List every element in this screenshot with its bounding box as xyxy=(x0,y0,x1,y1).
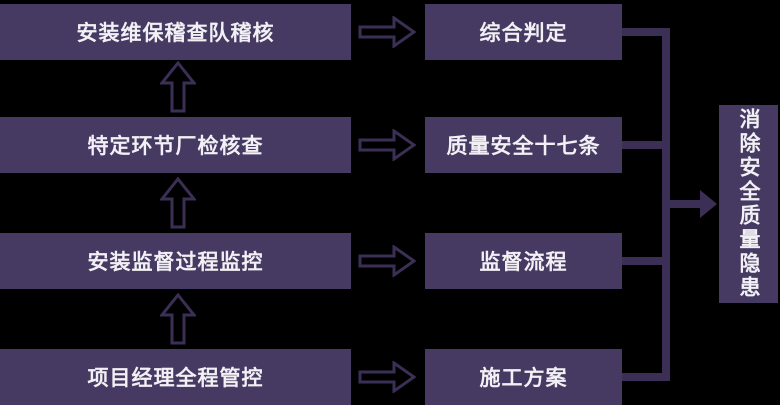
right-box-supervision-process: 监督流程 xyxy=(425,233,622,289)
right-box-label: 施工方案 xyxy=(479,366,568,390)
right-box-comprehensive-judgment: 综合判定 xyxy=(425,4,622,60)
connector-spine xyxy=(662,28,670,381)
right-box-label: 监督流程 xyxy=(479,250,568,274)
connector-stub xyxy=(622,141,670,149)
left-box-project-manager: 项目经理全程管控 xyxy=(0,349,351,405)
left-box-label: 项目经理全程管控 xyxy=(87,366,264,390)
right-arrow-icon xyxy=(358,245,416,277)
right-box-construction-plan: 施工方案 xyxy=(425,349,622,405)
right-box-label: 综合判定 xyxy=(479,21,568,45)
left-box-label: 安装监督过程监控 xyxy=(87,250,264,274)
right-box-seventeen-rules: 质量安全十七条 xyxy=(425,117,622,173)
right-arrow-icon xyxy=(358,361,416,393)
left-box-install-supervision: 安装监督过程监控 xyxy=(0,233,351,289)
connector-stub xyxy=(622,257,670,265)
connector-stub xyxy=(622,373,670,381)
up-arrow-icon xyxy=(160,61,196,113)
result-box-eliminate-hazards: 消除安全质量隐患 xyxy=(719,105,778,303)
right-arrow-icon xyxy=(358,16,416,48)
left-box-audit-team: 安装维保稽查队稽核 xyxy=(0,4,351,60)
right-arrow-icon xyxy=(358,129,416,161)
left-box-label: 安装维保稽查队稽核 xyxy=(76,21,275,45)
result-box-label: 消除安全质量隐患 xyxy=(737,108,761,300)
solid-right-arrow-head-icon xyxy=(700,190,717,218)
left-box-factory-check: 特定环节厂检核查 xyxy=(0,117,351,173)
up-arrow-icon xyxy=(160,293,196,345)
up-arrow-icon xyxy=(160,177,196,229)
left-box-label: 特定环节厂检核查 xyxy=(87,134,264,158)
connector-stub xyxy=(622,28,670,36)
right-box-label: 质量安全十七条 xyxy=(446,134,601,158)
solid-right-arrow-icon xyxy=(668,200,700,208)
